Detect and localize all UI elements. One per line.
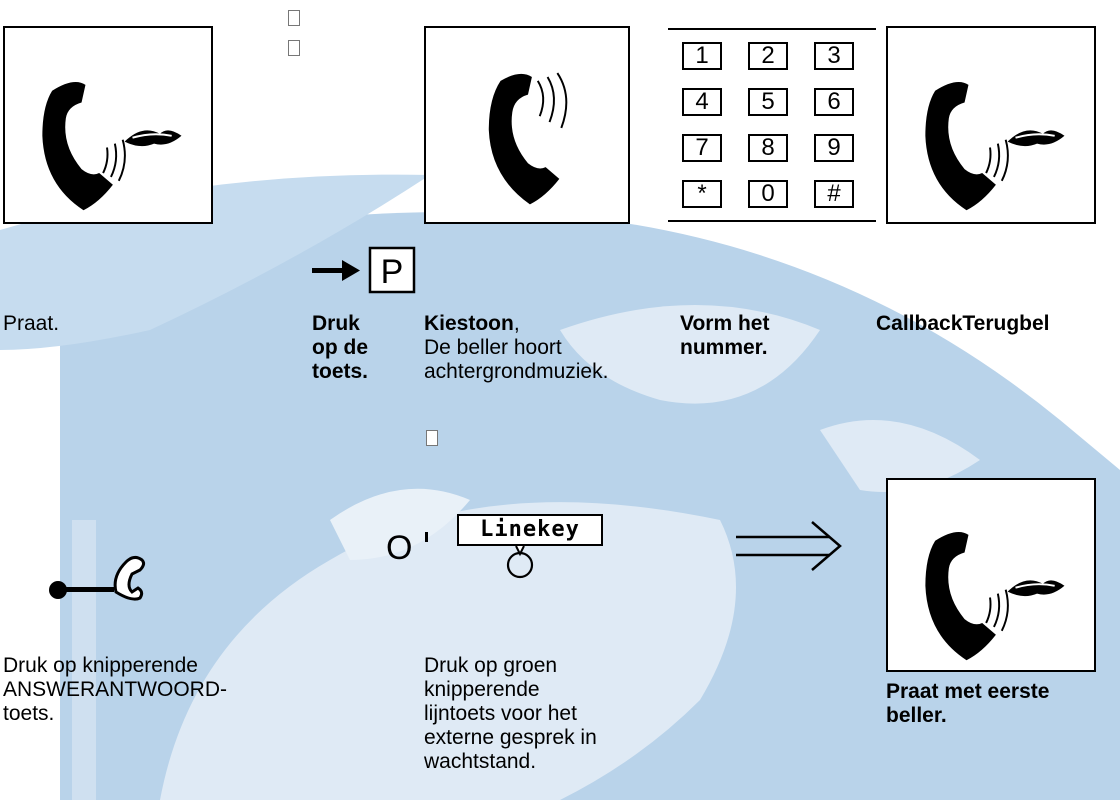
missing-glyph-box (288, 40, 300, 56)
dial-tone-description: , De beller hoort achtergrondmuziek. (424, 312, 609, 383)
keypad-key: 1 (682, 42, 722, 70)
answer-key-icon (49, 555, 146, 601)
dial-number-caption: Vorm het nummer. (680, 312, 770, 359)
answer-caption: Druk op knipperende ANSWERANTWOORD- toet… (3, 654, 227, 725)
dial-tone-caption: Kiestoon, De beller hoort achtergrondmuz… (424, 312, 608, 384)
ringing-handset-icon (488, 72, 568, 205)
ringing-phone-image (424, 26, 630, 224)
keypad-key: # (814, 180, 854, 208)
keypad-key: 3 (814, 42, 854, 70)
handset-with-mouth-icon (925, 531, 1065, 661)
keypad-key: 8 (748, 134, 788, 162)
or-label-tick (425, 532, 428, 542)
callback-caption: CallbackTerugbel (876, 312, 1050, 335)
keypad-key: 0 (748, 180, 788, 208)
handset-with-mouth-icon (42, 81, 182, 211)
keypad-key: * (682, 180, 722, 208)
park-key-arrow-icon (312, 246, 416, 294)
keypad-key: 2 (748, 42, 788, 70)
or-label: O (386, 529, 413, 567)
missing-glyph-box (288, 10, 300, 26)
callback-phone-image (886, 26, 1096, 224)
keypad-key: 5 (748, 88, 788, 116)
handset-with-mouth-icon (925, 81, 1065, 211)
keypad-key: 7 (682, 134, 722, 162)
linekey-led-icon (506, 545, 534, 579)
linekey-label: Linekey (457, 514, 603, 546)
dial-tone-title: Kiestoon (424, 312, 514, 335)
keypad-key: 4 (682, 88, 722, 116)
talk-first-caller-image (886, 478, 1096, 672)
talk-first-caller-caption: Praat met eerste beller. (886, 680, 1050, 727)
talk-caption: Praat. (3, 312, 60, 335)
press-key-caption: Druk op de toets. (312, 312, 369, 383)
park-key-label: P (380, 253, 404, 291)
double-arrow-icon (736, 521, 842, 571)
linekey-caption: Druk op groen knipperende lijntoets voor… (424, 654, 597, 773)
keypad-key: 9 (814, 134, 854, 162)
missing-glyph-box (426, 430, 438, 446)
keypad-key: 6 (814, 88, 854, 116)
talk-phone-image (3, 26, 213, 224)
